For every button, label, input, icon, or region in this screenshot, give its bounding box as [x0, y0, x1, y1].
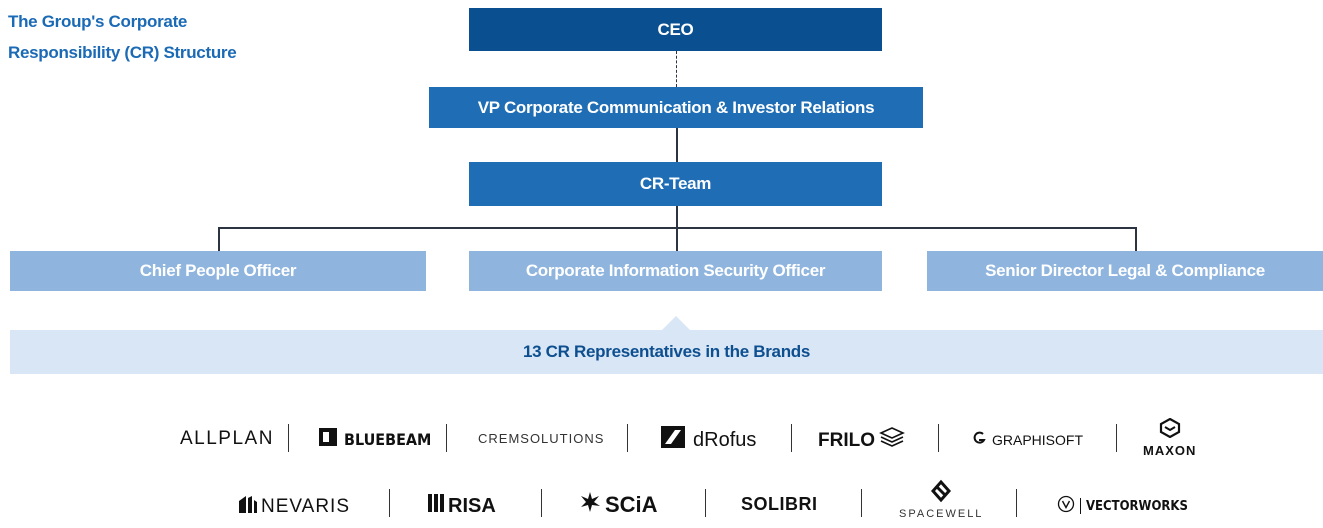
scia-logo: SCiA	[579, 491, 658, 519]
banner-pointer	[662, 316, 690, 330]
maxon-cube-icon	[1159, 417, 1181, 441]
legal-compliance-box: Senior Director Legal & Compliance	[927, 251, 1323, 291]
security-officer-box: Corporate Information Security Officer	[469, 251, 882, 291]
vectorworks-divider	[1080, 498, 1081, 514]
officer-horizontal-connector	[218, 227, 1136, 229]
scia-burst-icon	[579, 491, 601, 519]
representatives-banner: 13 CR Representatives in the Brands	[10, 330, 1323, 374]
solibri-logo: SOLIBRI	[741, 494, 818, 515]
diagram-title: The Group's Corporate Responsibility (CR…	[8, 6, 338, 68]
logo-separator	[389, 489, 390, 517]
drofus-logo: dRofus	[661, 426, 756, 454]
logo-separator	[938, 424, 939, 452]
risa-logo: RISA	[428, 494, 496, 518]
allplan-logo: ALLPLAN	[180, 428, 274, 450]
vp-crteam-connector	[676, 128, 678, 162]
logo-separator	[791, 424, 792, 452]
brand-name: RISA	[448, 494, 496, 517]
title-line-2: Responsibility (CR) Structure	[8, 43, 237, 62]
frilo-stack-icon	[879, 427, 905, 455]
logo-separator	[705, 489, 706, 517]
officer-left-drop	[218, 227, 220, 251]
brand-name: SPACEWELL	[899, 508, 984, 520]
ceo-label: CEO	[657, 19, 694, 39]
cr-team-box: CR-Team	[469, 162, 882, 206]
cr-team-label: CR-Team	[639, 174, 712, 193]
brand-name: BLUEBEAM	[344, 429, 432, 449]
officer-right-drop	[1135, 227, 1137, 251]
brand-name: FRILO	[818, 430, 875, 451]
ceo-box: CEO	[469, 8, 882, 51]
logo-separator	[861, 489, 862, 517]
officer-label: Senior Director Legal & Compliance	[985, 261, 1265, 280]
bluebeam-logo: BLUEBEAM	[319, 428, 431, 450]
graphisoft-logo: GRAPHISOFT	[972, 431, 1083, 448]
maxon-logo: MAXON	[1143, 417, 1197, 458]
nevaris-logo: NEVARIS	[238, 494, 350, 520]
graphisoft-arc-icon	[972, 431, 986, 448]
crteam-center-connector	[676, 206, 678, 251]
brand-name: ALLPLAN	[180, 428, 274, 449]
brand-name: MAXON	[1143, 443, 1197, 458]
title-line-1: The Group's Corporate	[8, 12, 188, 31]
vp-box: VP Corporate Communication & Investor Re…	[429, 87, 923, 128]
logo-separator	[446, 424, 447, 452]
chief-people-officer-box: Chief People Officer	[10, 251, 426, 291]
vp-label: VP Corporate Communication & Investor Re…	[477, 97, 875, 117]
brand-name: VECTORWORKS	[1086, 498, 1188, 514]
officer-label: Corporate Information Security Officer	[525, 261, 826, 280]
logo-separator	[288, 424, 289, 452]
banner-label: 13 CR Representatives in the Brands	[522, 342, 811, 361]
logo-separator	[627, 424, 628, 452]
nevaris-building-icon	[238, 494, 258, 520]
cremsolutions-logo: CREMSOLUTIONS	[478, 431, 604, 446]
brand-name: GRAPHISOFT	[992, 431, 1084, 448]
brand-name: dRofus	[693, 428, 757, 451]
brand-name: CREMSOLUTIONS	[478, 431, 605, 446]
brand-name: SOLIBRI	[741, 494, 818, 514]
risa-bars-icon	[428, 494, 446, 518]
ceo-vp-dashed-connector	[676, 51, 677, 87]
drofus-mark-icon	[661, 426, 685, 454]
vectorworks-logo: VECTORWORKS	[1057, 495, 1188, 517]
logo-separator	[1116, 424, 1117, 452]
officer-label: Chief People Officer	[139, 261, 297, 280]
brand-name: SCiA	[605, 492, 658, 517]
vectorworks-circle-icon	[1057, 495, 1075, 517]
logo-separator	[541, 489, 542, 517]
bluebeam-square-icon	[319, 428, 337, 450]
frilo-logo: FRILO	[818, 427, 905, 455]
spacewell-logo: SPACEWELL	[899, 479, 983, 520]
spacewell-loop-icon	[927, 479, 955, 506]
brand-name: NEVARIS	[261, 496, 351, 517]
logo-separator	[1016, 489, 1017, 517]
